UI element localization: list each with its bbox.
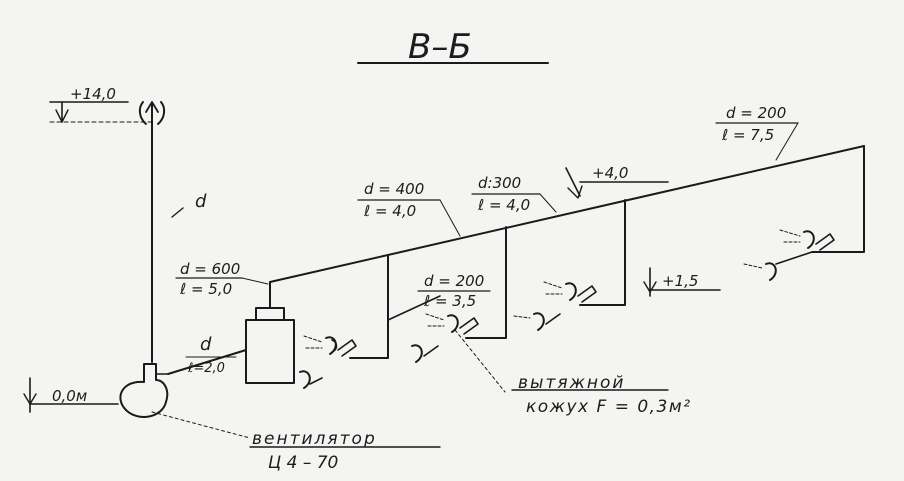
fan-label-line1: вентилятор — [252, 429, 377, 449]
branch-3 — [579, 199, 626, 306]
level-mark-top: +14,0 — [49, 85, 153, 123]
hood — [299, 370, 323, 389]
exhaust-outlet — [138, 101, 166, 125]
d300-l-label: ℓ = 4,0 — [477, 196, 530, 214]
level-mid-label: +4,0 — [592, 164, 628, 182]
d200-top-leader — [775, 122, 799, 161]
hood — [779, 229, 835, 251]
level-low-label: +1,5 — [662, 272, 698, 290]
d200-branch-l-label: ℓ = 3,5 — [423, 292, 476, 310]
branch-1 — [349, 254, 389, 359]
d600-leader — [241, 277, 269, 285]
fan-duct-d-label: d — [200, 334, 212, 355]
level-mark-mid: +4,0 — [565, 164, 669, 199]
d400-d-label: d = 400 — [364, 180, 424, 198]
hood — [543, 281, 597, 303]
level-top-label: +14,0 — [70, 85, 116, 103]
hood — [743, 262, 777, 281]
branch-d200 — [387, 295, 441, 321]
d300-leader — [539, 193, 557, 213]
level-ground-label: 0,0м — [52, 387, 87, 405]
hood-label-line2: кожух F = 0,3м² — [526, 397, 692, 417]
d200-top-l-label: ℓ = 7,5 — [721, 126, 774, 144]
filter-unit — [245, 281, 295, 384]
riser-label: d — [195, 191, 207, 212]
section-title: В–Б — [408, 27, 472, 67]
d200-top-d-label: d = 200 — [726, 104, 786, 122]
hood-label-line1: вытяжной — [518, 373, 625, 393]
d300-d-label: d:300 — [478, 174, 521, 192]
end-riser — [811, 145, 865, 253]
hood — [411, 344, 439, 363]
branch-2 — [465, 226, 507, 339]
hood — [513, 312, 561, 331]
main-duct — [269, 145, 865, 283]
fan-leader — [151, 411, 251, 439]
d400-leader — [439, 199, 461, 237]
fan-duct-l-label: ℓ=2,0 — [187, 361, 225, 376]
fan-duct — [167, 349, 247, 375]
level-mark-low: +1,5 — [643, 267, 721, 297]
hood-connector — [775, 251, 813, 265]
fan-label-line2: Ц 4 – 70 — [268, 453, 338, 473]
d600-l-label: ℓ = 5,0 — [179, 280, 232, 298]
level-mark-ground: 0,0м — [23, 377, 119, 413]
d200-branch-d-label: d = 200 — [424, 272, 484, 290]
hood — [303, 335, 357, 357]
riser-leader — [171, 207, 184, 218]
d400-l-label: ℓ = 4,0 — [363, 202, 416, 220]
d600-d-label: d = 600 — [180, 260, 240, 278]
hood — [425, 313, 479, 335]
hood-leader — [454, 329, 506, 393]
fan — [119, 363, 169, 418]
